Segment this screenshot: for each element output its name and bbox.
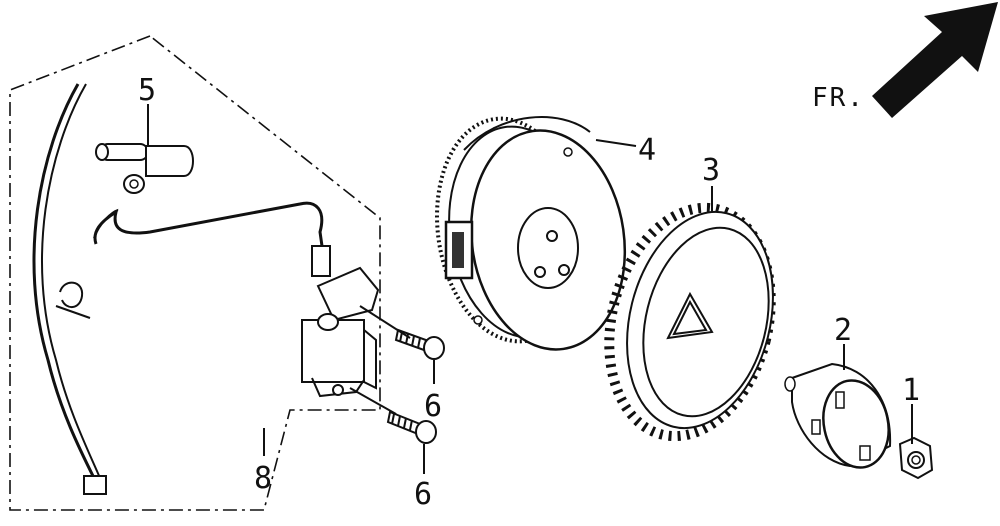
callout-part-1: 1 [902,373,920,408]
callout-part-3: 3 [702,153,720,188]
ignition-coil [301,245,380,398]
callout-part-6-lower: 6 [414,477,432,512]
leader-lines [147,104,913,474]
bolt-lower [386,410,437,444]
starter-cup [784,362,892,469]
wire-harness [32,83,107,495]
callout-part-8: 8 [254,461,272,496]
flywheel [435,116,627,351]
spark-plug-cap [95,143,194,194]
front-direction-label: FR. [812,83,865,113]
callout-part-4: 4 [638,133,656,168]
callout-part-2: 2 [834,313,852,348]
high-tension-lead [93,201,324,247]
cooling-fan [604,202,776,442]
ignition-coil-group-boundary [9,35,381,511]
flange-nut [898,436,934,480]
front-arrow-icon [872,2,998,118]
callout-part-5: 5 [138,73,156,108]
bolt-upper [394,328,445,360]
callout-part-6-upper: 6 [424,389,442,424]
